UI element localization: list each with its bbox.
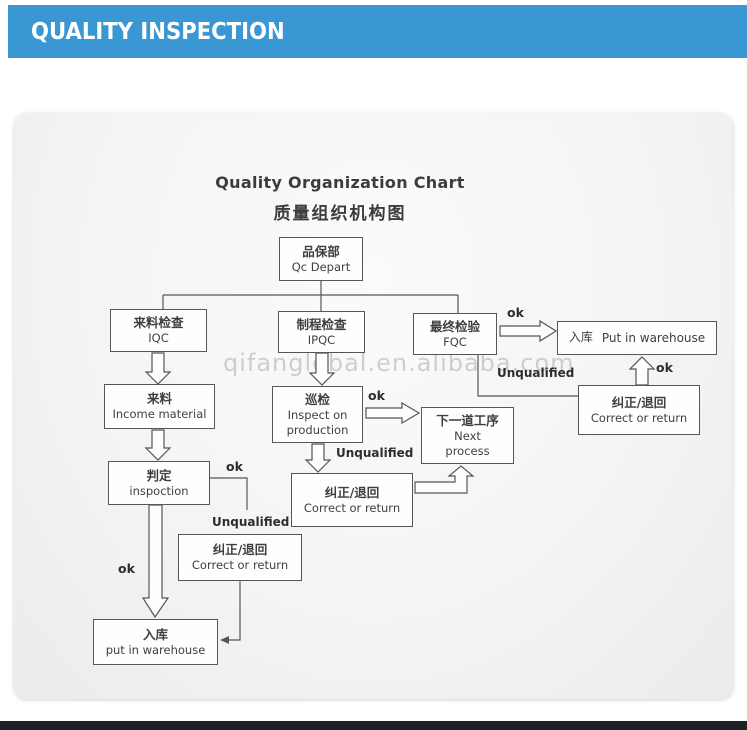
node-ipqc: 制程检查 IPQC — [278, 311, 365, 353]
node-income-material-en: Income material — [112, 407, 207, 422]
footer-bar — [0, 721, 747, 730]
chart-title-en: Quality Organization Chart — [215, 173, 465, 192]
node-qc-depart: 品保部 Qc Depart — [279, 237, 363, 281]
node-iqc-en: IQC — [148, 331, 169, 346]
node-correct-mid-zh: 纠正/退回 — [324, 484, 380, 500]
node-warehouse-top-en: Put in warehouse — [601, 330, 706, 345]
node-fqc-zh: 最终检验 — [429, 318, 480, 334]
node-warehouse-bottom-zh: 入库 — [142, 626, 168, 642]
label-decide-ok-down: ok — [118, 561, 135, 576]
node-ipqc-en: IPQC — [307, 332, 336, 347]
node-warehouse-bottom-en: put in warehouse — [105, 642, 206, 657]
node-ipqc-zh: 制程检查 — [296, 316, 347, 332]
node-income-material-zh: 来料 — [146, 391, 172, 407]
node-next-process-en: Next process — [445, 429, 490, 458]
node-warehouse-bottom: 入库 put in warehouse — [93, 619, 218, 665]
node-qc-depart-zh: 品保部 — [302, 243, 340, 259]
node-correct-return-right: 纠正/退回 Correct or return — [578, 385, 700, 435]
label-correct-right-ok: ok — [656, 360, 673, 375]
node-correct-right-zh: 纠正/退回 — [611, 394, 667, 410]
node-next-process-zh: 下一道工序 — [436, 413, 499, 428]
node-correct-left-en: Correct or return — [191, 558, 289, 573]
node-decide-inspection: 判定 inspoction — [108, 461, 210, 505]
label-inspect-unqualified: Unqualified — [336, 446, 414, 460]
node-correct-return-mid: 纠正/退回 Correct or return — [291, 473, 413, 527]
node-correct-return-left: 纠正/退回 Correct or return — [178, 534, 302, 581]
node-decide-zh: 判定 — [146, 467, 172, 483]
node-correct-mid-en: Correct or return — [303, 500, 401, 515]
chart-title-zh: 质量组织机构图 — [273, 204, 407, 224]
page-title: QUALITY INSPECTION — [31, 18, 285, 45]
node-decide-en: inspoction — [129, 483, 189, 498]
node-inspect-on-production: 巡检 Inspect on production — [272, 386, 363, 443]
node-qc-depart-en: Qc Depart — [291, 259, 351, 274]
label-inspect-ok: ok — [368, 388, 385, 403]
node-iqc-zh: 来料检查 — [133, 315, 184, 331]
label-decide-ok-right: ok — [226, 459, 243, 474]
node-next-process: 下一道工序 Next process — [421, 407, 514, 464]
chart-title: Quality Organization Chart 质量组织机构图 — [140, 173, 540, 224]
node-income-material: 来料 Income material — [104, 384, 215, 429]
node-inspect-zh: 巡检 — [304, 392, 330, 407]
node-correct-left-zh: 纠正/退回 — [212, 542, 268, 558]
label-fqc-ok: ok — [507, 305, 524, 320]
node-iqc: 来料检查 IQC — [110, 309, 207, 352]
node-inspect-en: Inspect on production — [286, 408, 349, 437]
node-fqc-en: FQC — [443, 334, 467, 349]
header-bar: QUALITY INSPECTION — [8, 5, 747, 58]
label-decide-unqualified: Unqualified — [212, 515, 290, 529]
node-fqc: 最终检验 FQC — [413, 313, 497, 355]
node-warehouse-top: 入库 Put in warehouse — [557, 321, 717, 355]
label-fqc-unqualified: Unqualified — [497, 366, 575, 380]
node-correct-right-en: Correct or return — [590, 410, 688, 425]
node-warehouse-top-zh: 入库 — [568, 330, 593, 345]
